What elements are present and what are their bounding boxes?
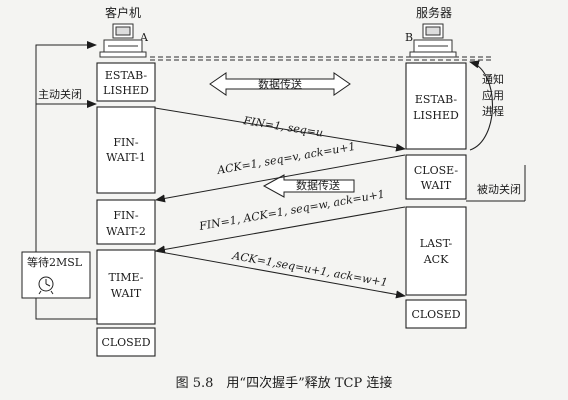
server-state-box-closed	[405, 299, 467, 329]
notify-label-line3: 进程	[482, 105, 504, 118]
wait-2msl-label: 等待2MSL	[27, 255, 83, 269]
client-host-label: 客户机	[105, 5, 141, 20]
server-computer-icon	[409, 23, 457, 58]
server-state-established-line2: LISHED	[413, 109, 459, 122]
ack1-arrow	[155, 154, 406, 203]
client-state-fin-wait-2-line2: WAIT-2	[106, 225, 146, 238]
client-state-established-line1: ESTAB-	[105, 69, 148, 82]
figure-caption: 图 5.8 用“四次握手”释放 TCP 连接	[176, 375, 393, 391]
server-state-established-line1: ESTAB-	[415, 93, 458, 106]
passive-close-label: 被动关闭	[477, 182, 521, 196]
ack1-label: ACK=1, seq=v, ack=u+1	[215, 140, 356, 177]
server-state-box-established	[405, 62, 467, 150]
client-state-time-wait-line2: WAIT	[111, 287, 142, 300]
wait-2msl-box	[21, 251, 91, 299]
clock-icon	[38, 276, 54, 295]
ack2-arrow	[154, 250, 406, 299]
server-state-closed: CLOSED	[411, 308, 460, 321]
server-state-close-wait-line1: CLOSE-	[414, 164, 459, 177]
fin2-label: FIN=1, ACK=1, seq=w, ack=u+1	[197, 188, 385, 234]
server-state-close-wait-line2: WAIT	[421, 179, 452, 192]
client-state-closed: CLOSED	[101, 336, 150, 349]
data-transfer-label-2: 数据传送	[296, 178, 340, 192]
server-state-last-ack-line1: LAST-	[420, 237, 453, 250]
active-close-bracket	[35, 44, 97, 320]
client-computer-icon	[99, 23, 147, 58]
server-state-box-last-ack	[405, 206, 467, 296]
fin1-label: FIN=1, seq=u	[242, 114, 324, 140]
fin1-arrow	[154, 107, 406, 152]
server-state-last-ack-line2: ACK	[423, 253, 449, 266]
client-state-established-line2: LISHED	[103, 84, 149, 97]
data-transfer-one-way-arrow	[262, 174, 355, 198]
client-state-box-closed	[96, 327, 156, 357]
data-transfer-label: 数据传送	[258, 77, 302, 91]
client-state-fin-wait-1-line1: FIN-	[113, 136, 139, 149]
client-state-box-established	[96, 62, 156, 102]
server-host-label: 服务器	[416, 5, 452, 20]
data-transfer-double-arrow	[209, 72, 351, 96]
client-state-fin-wait-2-line1: FIN-	[113, 209, 139, 222]
server-state-box-close-wait	[405, 154, 467, 200]
fin2-arrow	[155, 206, 406, 254]
client-state-box-fin-wait-2	[96, 199, 156, 245]
client-state-fin-wait-1-line2: WAIT-1	[106, 151, 146, 164]
active-close-label: 主动关闭	[38, 87, 82, 101]
notify-label-line2: 应用	[482, 88, 504, 102]
notify-label-line1: 通知	[482, 72, 504, 86]
client-state-box-fin-wait-1	[96, 106, 156, 194]
notify-app-curve-arrow	[469, 60, 494, 151]
client-state-box-time-wait	[96, 249, 156, 325]
server-letter-label: B	[405, 31, 413, 44]
client-letter-label: A	[139, 31, 149, 44]
client-state-time-wait-line1: TIME-	[109, 271, 144, 284]
